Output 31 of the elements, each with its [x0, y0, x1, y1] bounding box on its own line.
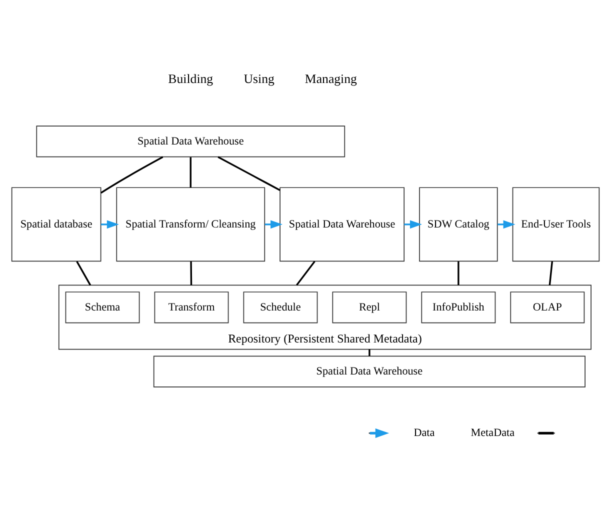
label: Managing	[304, 71, 357, 86]
node-box: Spatial Data Warehouse	[280, 186, 405, 262]
node-box: Schema	[65, 291, 140, 323]
legend-label: MetaData	[470, 426, 515, 439]
label: Using	[244, 71, 274, 86]
arrow	[100, 220, 119, 228]
node-box: End-User Tools	[512, 186, 600, 262]
node-box: Spatial Data Warehouse	[36, 125, 346, 157]
arrow	[264, 220, 283, 228]
node-box: OLAP	[510, 291, 585, 323]
label: Building	[168, 71, 214, 86]
connector	[218, 156, 280, 190]
connector	[76, 260, 92, 286]
node-box: Transform	[154, 291, 229, 323]
connector	[100, 156, 164, 194]
legend-label: Data	[414, 426, 435, 439]
node-box: Spatial database	[11, 186, 102, 262]
arrow	[498, 220, 516, 228]
node-box: Spatial Transform/ Cleansing	[116, 186, 266, 262]
node-box: Schedule	[243, 291, 318, 323]
node-box: Repl	[332, 291, 407, 323]
connector	[548, 260, 554, 285]
arrow	[404, 220, 422, 228]
node-box: Spatial Data Warehouse	[153, 355, 586, 387]
connector	[368, 348, 370, 356]
connector	[190, 260, 192, 285]
connector	[190, 156, 192, 187]
connector	[458, 260, 460, 285]
connector	[296, 260, 316, 286]
node-box: SDW Catalog	[419, 186, 498, 262]
node-box: InfoPublish	[421, 291, 496, 323]
